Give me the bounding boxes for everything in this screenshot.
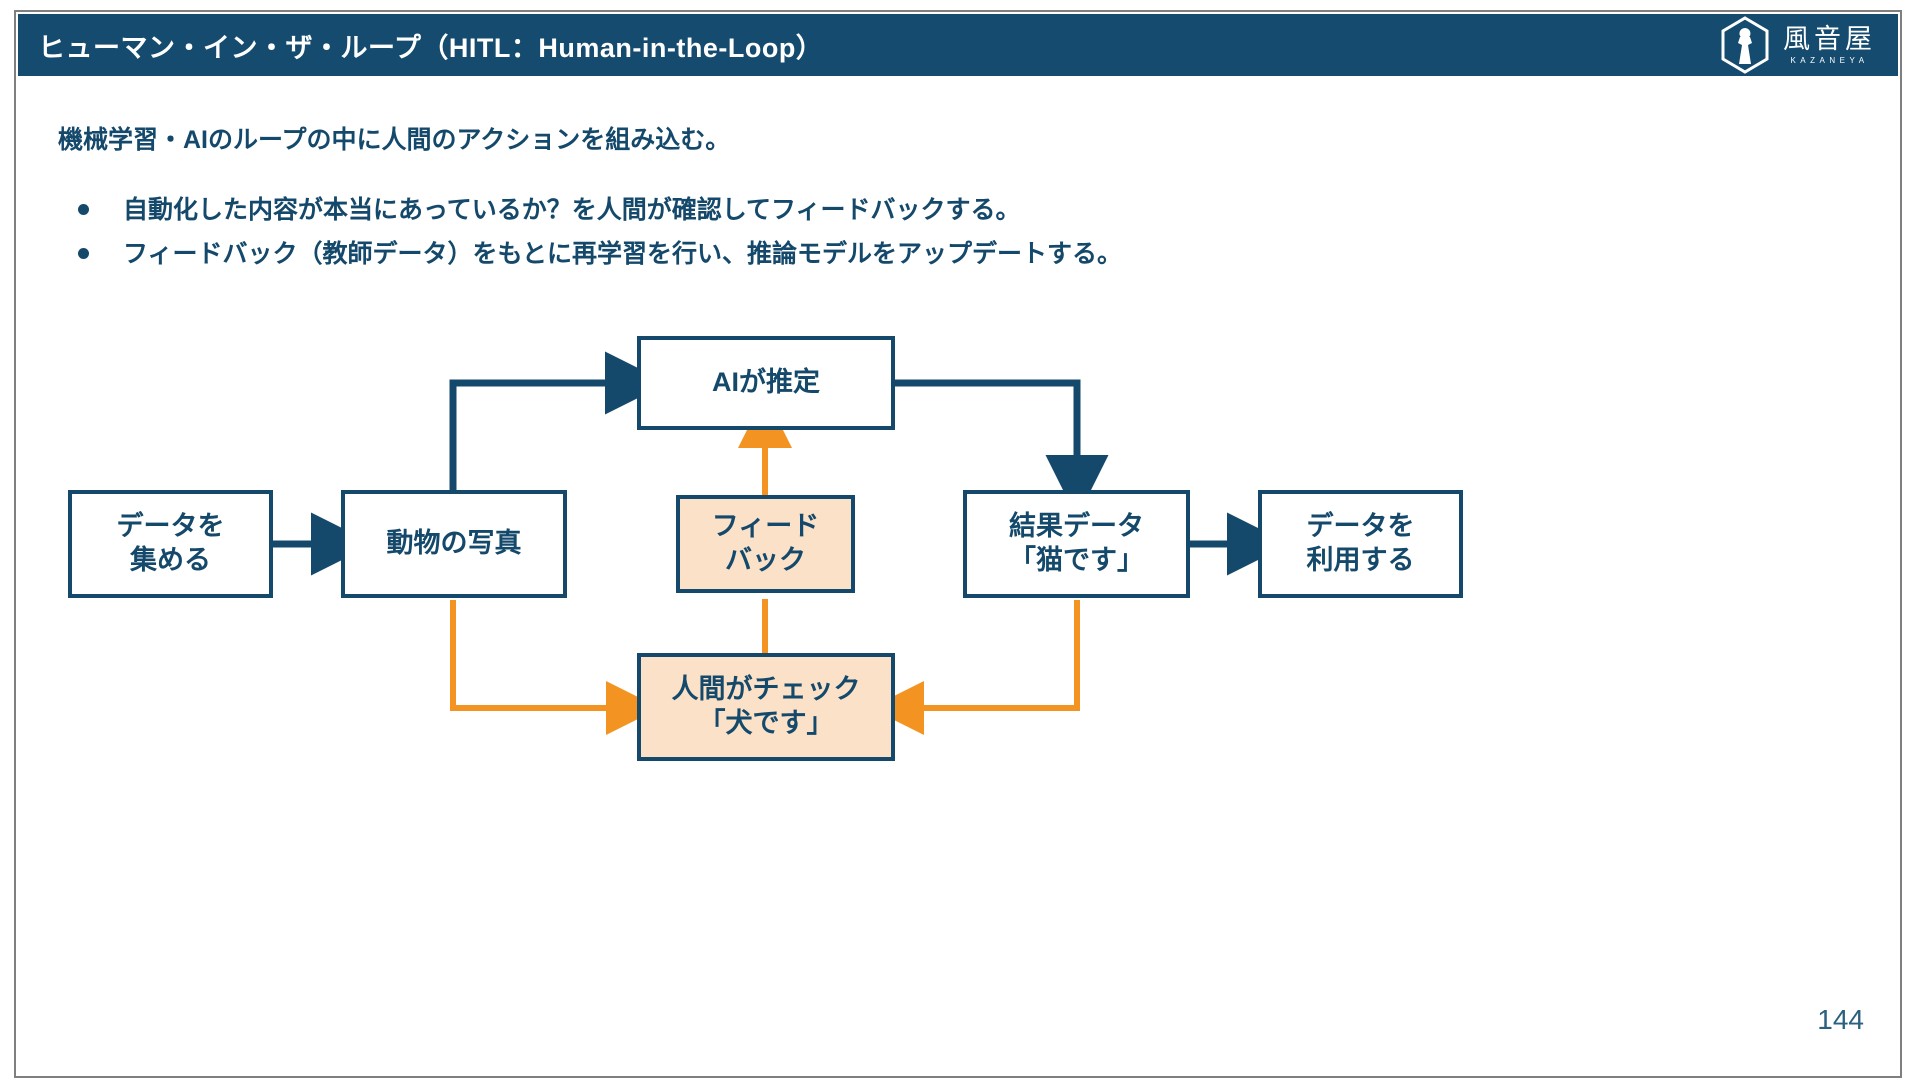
bullet-dot-icon [78, 248, 89, 260]
brand-logo-text: 風音屋 KAZANEYA [1783, 26, 1876, 65]
bullet-dot-icon [78, 204, 89, 215]
page-number: 144 [1817, 1004, 1864, 1035]
connector-result-to-human [870, 600, 1080, 735]
bullet-text: フィードバック（教師データ）をもとに再学習を行い、推論モデルをアップデートする。 [123, 240, 1123, 269]
node-label: 人間がチェック 「犬です」 [671, 674, 861, 738]
node-ai-inference[interactable]: AIが推定 [637, 336, 895, 430]
node-label: AIが推定 [712, 367, 820, 398]
node-label: データを 利用する [1306, 511, 1415, 575]
node-label: 結果データ 「猫です」 [1009, 511, 1144, 575]
list-item: 自動化した内容が本当にあっているか？を人間が確認してフィードバックする。 [78, 192, 1578, 228]
connector-ai-to-result [895, 379, 1109, 518]
kazaneya-hexagon-icon [1721, 16, 1769, 74]
brand-name-jp: 風音屋 [1783, 23, 1876, 55]
brand-name-roman: KAZANEYA [1790, 55, 1869, 65]
page-title: ヒューマン・イン・ザ・ループ（HITL：Human-in-the-Loop） [38, 32, 824, 63]
list-item: フィードバック（教師データ）をもとに再学習を行い、推論モデルをアップデートする。 [78, 236, 1578, 272]
node-label: フィード バック [711, 511, 820, 575]
node-collect-data[interactable]: データを 集める [68, 490, 273, 598]
node-animal-photo[interactable]: 動物の写真 [341, 490, 567, 598]
node-label: 動物の写真 [386, 528, 522, 559]
connector-photo-to-human [450, 600, 660, 735]
node-result-data[interactable]: 結果データ 「猫です」 [963, 490, 1190, 598]
bullet-text: 自動化した内容が本当にあっているか？を人間が確認してフィードバックする。 [123, 196, 1021, 224]
brand-logo: 風音屋 KAZANEYA [1719, 16, 1876, 74]
bullet-list: 自動化した内容が本当にあっているか？を人間が確認してフィードバックする。 フィー… [78, 192, 1578, 281]
slide-header: ヒューマン・イン・ザ・ループ（HITL：Human-in-the-Loop） 風… [18, 14, 1898, 76]
node-human-check[interactable]: 人間がチェック 「犬です」 [637, 653, 895, 761]
node-feedback[interactable]: フィード バック [676, 495, 855, 593]
node-use-data[interactable]: データを 利用する [1258, 490, 1463, 598]
connector-photo-to-ai [449, 351, 668, 490]
node-label: データを 集める [116, 511, 225, 575]
lead-statement: 機械学習・AIのループの中に人間のアクションを組み込む。 [58, 126, 731, 154]
